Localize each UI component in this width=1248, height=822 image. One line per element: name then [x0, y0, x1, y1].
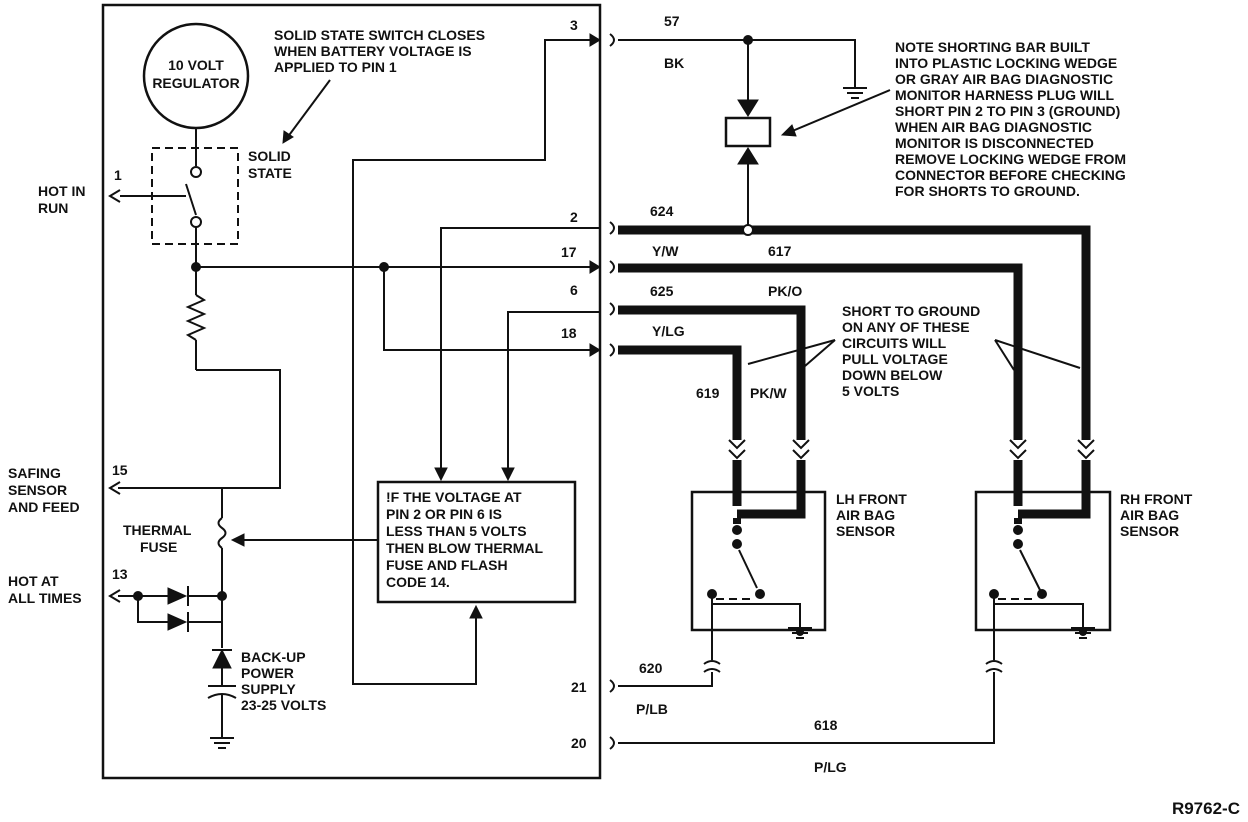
rh-sensor-label-2: AIR BAG	[1120, 507, 1179, 523]
shorting-note-7: MONITOR IS DISCONNECTED	[895, 135, 1094, 151]
short-note-1: SHORT TO GROUND	[842, 303, 980, 319]
figure-id: R9762-C	[1172, 799, 1240, 818]
circuit-620: 620	[639, 660, 663, 676]
backup-label-1: BACK-UP	[241, 649, 306, 665]
pin-1-label: 1	[114, 167, 122, 183]
solid-state-label-2: STATE	[248, 165, 292, 181]
rh-sensor-label-3: SENSOR	[1120, 523, 1179, 539]
shorting-note-4: MONITOR HARNESS PLUG WILL	[895, 87, 1115, 103]
pin-18: 18	[561, 325, 577, 341]
circuit-619: 619	[696, 385, 720, 401]
solid-state-note-3: APPLIED TO PIN 1	[274, 59, 397, 75]
hot-all-times-label-2: ALL TIMES	[8, 590, 82, 606]
thermal-fuse-label-1: THERMAL	[123, 522, 192, 538]
short-note-3: CIRCUITS WILL	[842, 335, 947, 351]
short-note-2: ON ANY OF THESE	[842, 319, 970, 335]
pin-2: 2	[570, 209, 578, 225]
safing-label-3: AND FEED	[8, 499, 80, 515]
circuit-ylg: Y/LG	[652, 323, 685, 339]
lh-sensor-label-1: LH FRONT	[836, 491, 907, 507]
shorting-note: NOTE SHORTING BAR BUILT INTO PLASTIC LOC…	[895, 39, 1126, 199]
shorting-note-5: SHORT PIN 2 TO PIN 3 (GROUND)	[895, 103, 1120, 119]
shorting-note-9: CONNECTOR BEFORE CHECKING	[895, 167, 1126, 183]
circuit-57: 57	[664, 13, 680, 29]
shorting-note-6: WHEN AIR BAG DIAGNOSTIC	[895, 119, 1092, 135]
diagnostic-module-box	[101, 3, 602, 780]
safing-label-1: SAFING	[8, 465, 61, 481]
shorting-note-2: INTO PLASTIC LOCKING WEDGE	[895, 55, 1117, 71]
pin-13-label: 13	[112, 566, 128, 582]
circuit-bk: BK	[664, 55, 684, 71]
voltage-regulator: 10 VOLT REGULATOR	[142, 22, 250, 130]
shorting-note-8: REMOVE LOCKING WEDGE FROM	[895, 151, 1126, 167]
safing-label-2: SENSOR	[8, 482, 67, 498]
shorting-note-3: OR GRAY AIR BAG DIAGNOSTIC	[895, 71, 1113, 87]
circuit-618: 618	[814, 717, 838, 733]
lh-front-air-bag-sensor	[690, 460, 827, 660]
regulator-label-line2: REGULATOR	[152, 75, 239, 91]
rh-front-air-bag-sensor	[974, 460, 1112, 660]
circuit-pkw: PK/W	[750, 385, 787, 401]
rh-sensor-label-1: RH FRONT	[1120, 491, 1193, 507]
thermal-fuse-label-2: FUSE	[140, 539, 177, 555]
lh-sensor-label-3: SENSOR	[836, 523, 895, 539]
regulator-label-line1: 10 VOLT	[168, 57, 224, 73]
short-note-4: PULL VOLTAGE	[842, 351, 948, 367]
circuit-624: 624	[650, 203, 674, 219]
pin-20: 20	[571, 735, 587, 751]
backup-label-4: 23-25 VOLTS	[241, 697, 326, 713]
short-note-5: DOWN BELOW	[842, 367, 943, 383]
logic-note-1: !F THE VOLTAGE AT	[386, 489, 522, 505]
shorting-note-10: FOR SHORTS TO GROUND.	[895, 183, 1080, 199]
short-note-6: 5 VOLTS	[842, 383, 899, 399]
circuit-625: 625	[650, 283, 674, 299]
circuit-yw: Y/W	[652, 243, 679, 259]
backup-label-3: SUPPLY	[241, 681, 296, 697]
backup-label-2: POWER	[241, 665, 294, 681]
hot-in-run-label-2: RUN	[38, 200, 68, 216]
shorting-note-1: NOTE SHORTING BAR BUILT	[895, 39, 1090, 55]
logic-note-5: FUSE AND FLASH	[386, 557, 508, 573]
circuit-plb: P/LB	[636, 701, 668, 717]
logic-note-4: THEN BLOW THERMAL	[386, 540, 544, 556]
circuit-pko: PK/O	[768, 283, 802, 299]
hot-in-run-label-1: HOT IN	[38, 183, 85, 199]
short-to-ground-note: SHORT TO GROUND ON ANY OF THESE CIRCUITS…	[842, 303, 980, 399]
logic-note-2: PIN 2 OR PIN 6 IS	[386, 506, 502, 522]
logic-note-6: CODE 14.	[386, 574, 450, 590]
solid-state-note-1: SOLID STATE SWITCH CLOSES	[274, 27, 485, 43]
solid-state-label-1: SOLID	[248, 148, 291, 164]
logic-note-box	[376, 480, 577, 604]
circuit-617: 617	[768, 243, 792, 259]
solid-state-switch	[108, 128, 239, 267]
pin-17: 17	[561, 244, 577, 260]
solid-state-note-2: WHEN BATTERY VOLTAGE IS	[274, 43, 472, 59]
circuit-plg: P/LG	[814, 759, 847, 775]
lh-sensor-label-2: AIR BAG	[836, 507, 895, 523]
pin-21: 21	[571, 679, 587, 695]
pin-3: 3	[570, 17, 578, 33]
pin-15-label: 15	[112, 462, 128, 478]
pin-6: 6	[570, 282, 578, 298]
logic-note-3: LESS THAN 5 VOLTS	[386, 523, 527, 539]
hot-all-times-label-1: HOT AT	[8, 573, 59, 589]
